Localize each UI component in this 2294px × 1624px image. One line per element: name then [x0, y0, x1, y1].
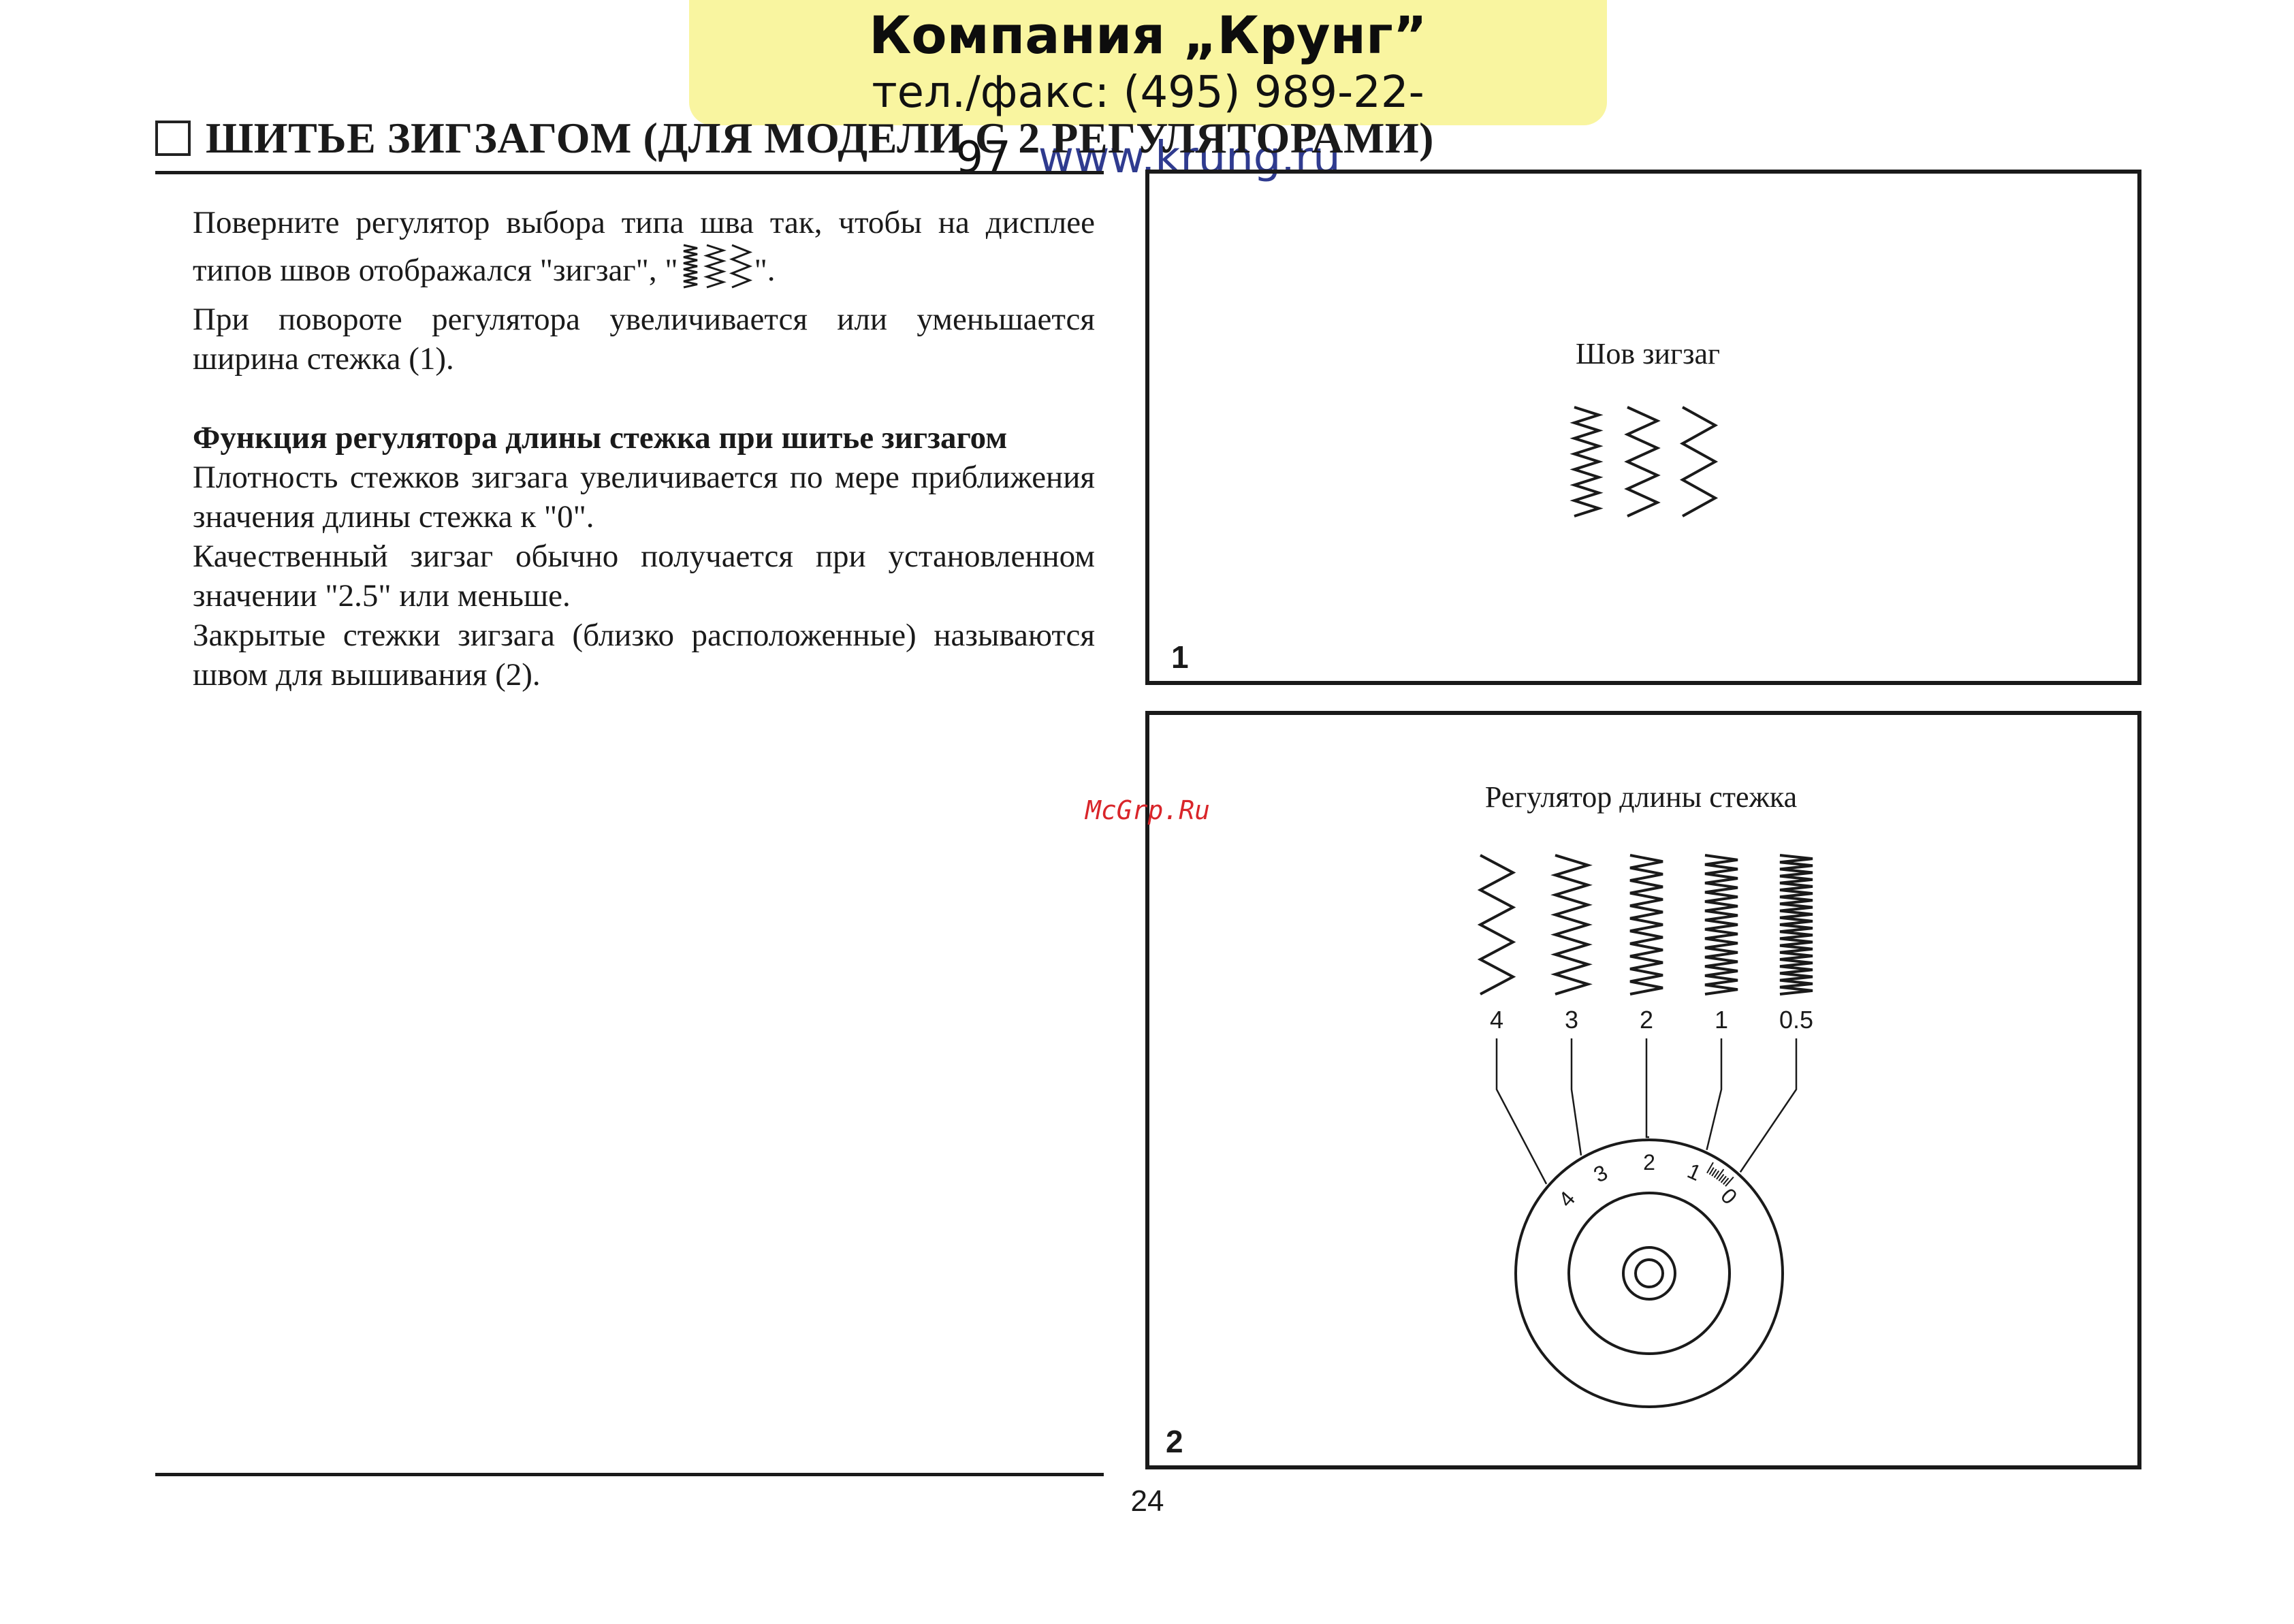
- paragraph-3: Плотность стежков зигзага увеличивается …: [193, 460, 1095, 535]
- stitch-length-label: 4: [1490, 1006, 1503, 1034]
- phone-fax: тел./факс: (495) 989-22-97: [872, 67, 1424, 183]
- leader-line: [1706, 1038, 1723, 1151]
- stitch-length-label: 1: [1715, 1006, 1728, 1034]
- stitch-length-label: 3: [1565, 1006, 1578, 1034]
- paragraph-1: Поверните регулятор выбора типа шва так,…: [193, 203, 1095, 300]
- company-banner: Компания „Крунг” тел./факс: (495) 989-22…: [689, 0, 1607, 183]
- company-name: Компания „Крунг”: [869, 5, 1427, 65]
- section-heading: ШИТЬЕ ЗИГЗАГОМ (ДЛЯ МОДЕЛИ С 2 РЕГУЛЯТОР…: [155, 108, 1434, 169]
- instructions-text: Поверните регулятор выбора типа шва так,…: [193, 203, 1095, 695]
- zigzag-symbol-line: [683, 244, 697, 289]
- paragraph-1-text: Поверните регулятор выбора типа шва так,…: [193, 205, 1095, 288]
- subheading: Функция регулятора длины стежка при шить…: [193, 420, 1008, 456]
- watermark: McGrp.Ru: [1085, 795, 1211, 825]
- stitch-sample-4: [1779, 854, 1813, 996]
- dial-fine-tick: [1711, 1168, 1717, 1177]
- stitch-sample-3: [1704, 854, 1738, 996]
- dial-knob-ring: [1622, 1246, 1676, 1301]
- zigzag-symbol-line: [703, 244, 727, 289]
- figure-2-caption: Регулятор длины стежка: [1484, 780, 1798, 814]
- stitch-sample-0: [1477, 854, 1516, 996]
- dial-fine-tick: [1718, 1174, 1725, 1181]
- figure-2-number: 2: [1166, 1424, 1183, 1459]
- page-number: 24: [1130, 1484, 1164, 1518]
- page-title: ШИТЬЕ ЗИГЗАГОМ (ДЛЯ МОДЕЛИ С 2 РЕГУЛЯТОР…: [206, 114, 1434, 162]
- dial-knob-center: [1634, 1258, 1664, 1288]
- dial-fine-tick: [1716, 1168, 1725, 1180]
- dial-number-label: 3: [1590, 1160, 1612, 1187]
- dial-fine-tick: [1713, 1170, 1720, 1178]
- dial-fine-tick: [1720, 1175, 1727, 1183]
- dial-number-label: 1: [1684, 1158, 1705, 1185]
- zigzag-width-illustration: [1570, 406, 1719, 518]
- zigzag-stitch-medium: [1624, 406, 1661, 518]
- leader-line: [1495, 1038, 1548, 1185]
- dial-fine-tick: [1725, 1176, 1734, 1187]
- paragraph-1-end: ".: [754, 253, 776, 288]
- dial-number-label: 2: [1643, 1150, 1655, 1175]
- stitch-length-label: 2: [1640, 1006, 1653, 1034]
- paragraph-5: Закрытые стежки зигзага (близко располож…: [193, 618, 1095, 692]
- bottom-left-rule: [155, 1473, 1104, 1476]
- stitch-length-label: 0.5: [1779, 1006, 1813, 1034]
- paragraph-4: Качественный зигзаг обычно получается пр…: [193, 539, 1095, 614]
- dial-number-label: 4: [1554, 1186, 1580, 1211]
- leader-line: [1645, 1038, 1649, 1139]
- figure-2-panel: [1145, 711, 2141, 1469]
- leader-line: [1739, 1038, 1798, 1173]
- dial-fine-tick: [1706, 1162, 1714, 1174]
- website-link[interactable]: www.krung.ru: [1038, 133, 1341, 183]
- dial-outer-ring: [1514, 1139, 1784, 1408]
- top-left-rule: [155, 171, 1104, 174]
- dial-fine-tick: [1723, 1177, 1730, 1185]
- figure-1-caption: Шов зигзаг: [1575, 337, 1721, 370]
- zigzag-symbol-icon: [678, 242, 754, 300]
- stitch-sample-1: [1550, 854, 1593, 996]
- checkbox-square-icon: [155, 121, 191, 156]
- dial-inner-ring: [1567, 1192, 1731, 1355]
- zigzag-symbol-line: [729, 244, 752, 289]
- zigzag-stitch-wide: [1679, 406, 1719, 518]
- stitch-sample-2: [1629, 854, 1663, 996]
- paragraph-2: При повороте регулятора увеличивается ил…: [193, 302, 1095, 377]
- figure-1-number: 1: [1171, 639, 1189, 675]
- zigzag-stitch-narrow: [1570, 406, 1604, 518]
- dial-fine-tick: [1708, 1167, 1715, 1175]
- figure-1-panel: [1145, 170, 2141, 685]
- dial-number-label: 0: [1716, 1183, 1742, 1209]
- leader-line: [1570, 1038, 1582, 1156]
